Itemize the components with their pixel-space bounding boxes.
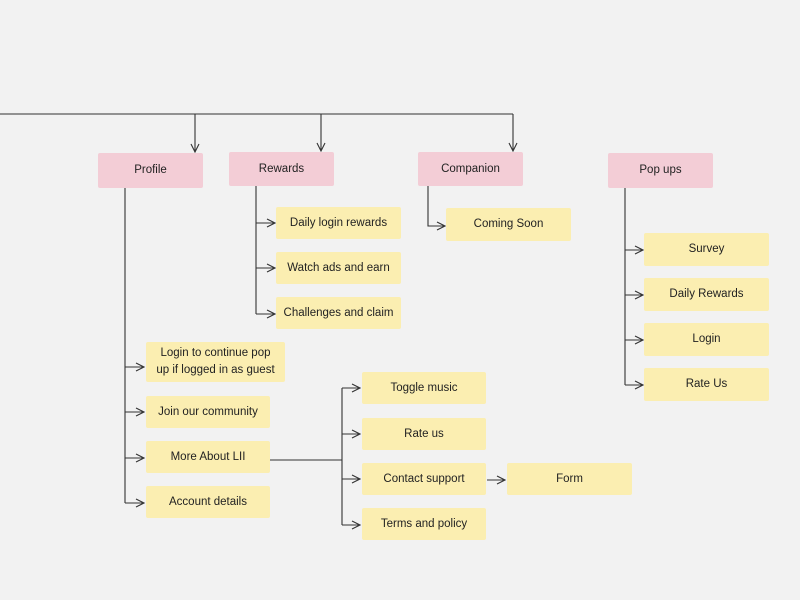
rate-us-node[interactable]: Rate us: [362, 418, 486, 450]
profile-node[interactable]: Profile: [98, 153, 203, 188]
terms-policy-node[interactable]: Terms and policy: [362, 508, 486, 540]
account-details-node[interactable]: Account details: [146, 486, 270, 518]
join-community-node[interactable]: Join our community: [146, 396, 270, 428]
more-about-node[interactable]: More About LII: [146, 441, 270, 473]
companion-node[interactable]: Companion: [418, 152, 523, 186]
watch-ads-node[interactable]: Watch ads and earn: [276, 252, 401, 284]
rewards-node[interactable]: Rewards: [229, 152, 334, 186]
login-node[interactable]: Login: [644, 323, 769, 356]
daily-rewards-node[interactable]: Daily Rewards: [644, 278, 769, 311]
popups-node[interactable]: Pop ups: [608, 153, 713, 188]
form-node[interactable]: Form: [507, 463, 632, 495]
challenges-node[interactable]: Challenges and claim: [276, 297, 401, 329]
daily-login-rewards-node[interactable]: Daily login rewards: [276, 207, 401, 239]
coming-soon-node[interactable]: Coming Soon: [446, 208, 571, 241]
login-continue-node[interactable]: Login to continue pop up if logged in as…: [146, 342, 285, 382]
contact-support-node[interactable]: Contact support: [362, 463, 486, 495]
rate-us-popup-node[interactable]: Rate Us: [644, 368, 769, 401]
arrow-to-coming-soon: [427, 186, 445, 226]
survey-node[interactable]: Survey: [644, 233, 769, 266]
toggle-music-node[interactable]: Toggle music: [362, 372, 486, 404]
